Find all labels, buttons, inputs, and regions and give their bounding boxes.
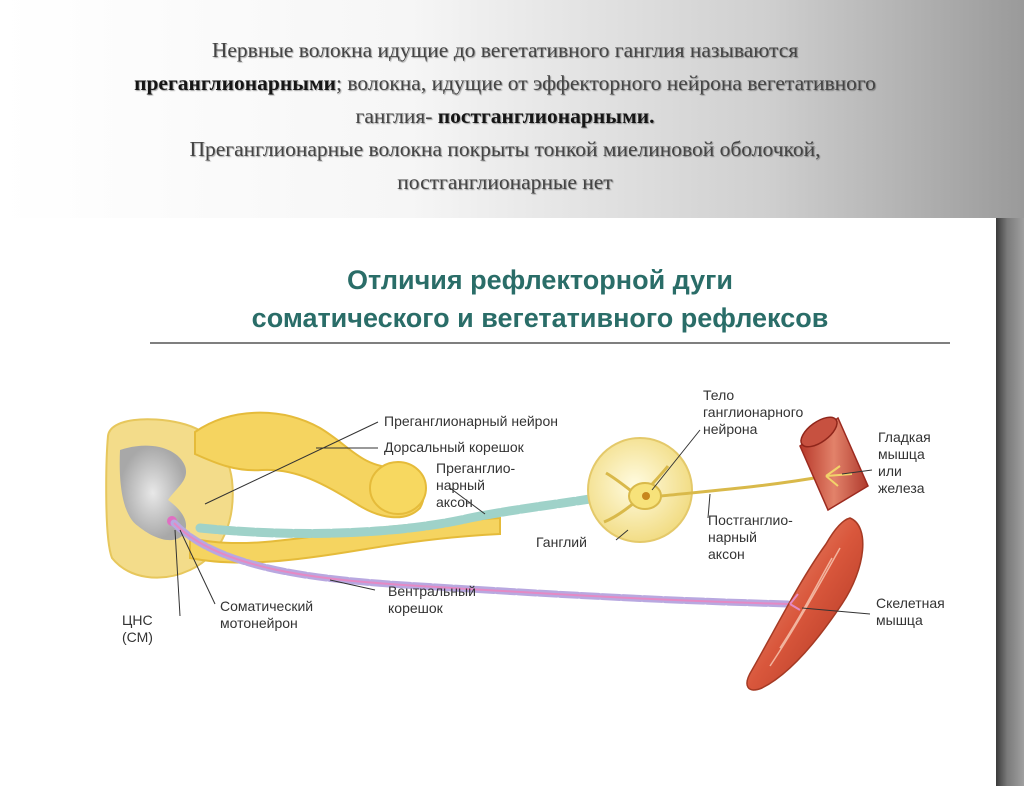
label-ganglion-cell-body-2: ганглионарного xyxy=(703,404,804,420)
label-smooth-muscle-2: мышца xyxy=(878,446,925,462)
label-skeletal-muscle-1: Скелетная xyxy=(876,595,945,611)
header-line-3: ганглия- постганглионарными. xyxy=(0,100,1010,133)
label-ventral-root-1: Вентральный xyxy=(388,583,476,599)
header-band xyxy=(0,0,1024,218)
label-ganglion-cell-body-1: Тело xyxy=(703,387,734,403)
term-preganglionic: преганглионарными xyxy=(134,71,337,95)
label-skeletal-muscle-2: мышца xyxy=(876,612,923,628)
header-line-3-start: ганглия- xyxy=(355,104,438,128)
preganglionic-axon xyxy=(195,489,625,538)
label-smooth-muscle-1: Гладкая xyxy=(878,429,931,445)
header-line-1: Нервные волокна идущие до вегетативного … xyxy=(211,38,799,62)
term-postganglionic: постганглионарными. xyxy=(437,104,655,128)
label-smooth-muscle-3: или xyxy=(878,463,902,479)
header-line-4: Преганглионарные волокна покрыты тонкой … xyxy=(189,137,821,161)
label-somatic-motoneuron-2: мотонейрон xyxy=(220,615,298,631)
diagram-title-line-2: соматического и вегетативного рефлексов xyxy=(252,303,829,333)
header-line-2: преганглионарными; волокна, идущие от эф… xyxy=(0,67,1010,100)
label-postganglionic-axon-2: нарный xyxy=(708,529,757,545)
label-preganglionic-axon-3: аксон xyxy=(436,494,473,510)
label-postganglionic-axon-1: Постганглио- xyxy=(708,512,793,528)
header-line-5: постганглионарные нет xyxy=(397,170,613,194)
skeletal-muscle xyxy=(746,517,864,691)
dorsal-root xyxy=(194,411,427,519)
label-somatic-motoneuron-1: Соматический xyxy=(220,598,313,614)
label-preganglionic-axon-1: Преганглио- xyxy=(436,460,516,476)
label-ganglion-cell-body-3: нейрона xyxy=(703,421,758,437)
spinal-cord xyxy=(105,418,234,579)
header-text: Нервные волокна идущие до вегетативного … xyxy=(0,34,1010,199)
label-dorsal-root: Дорсальный корешок xyxy=(384,439,525,455)
reflex-arc-diagram: Отличия рефлекторной дуги соматического … xyxy=(105,265,950,691)
label-cns-2: (СМ) xyxy=(122,629,153,645)
diagram-title-line-1: Отличия рефлекторной дуги xyxy=(347,265,733,295)
label-preganglionic-neuron: Преганглионарный нейрон xyxy=(384,413,558,429)
header-line-2-rest: ; волокна, идущие от эффекторного нейрон… xyxy=(336,71,876,95)
somatic-motor-axon-core xyxy=(173,522,791,605)
smooth-muscle xyxy=(799,416,869,512)
ganglion-neuron-nucleus xyxy=(642,492,650,500)
label-ganglion: Ганглий xyxy=(536,534,587,550)
label-cns-1: ЦНС xyxy=(122,612,153,628)
label-ventral-root-2: корешок xyxy=(388,600,444,616)
postganglionic-axon xyxy=(660,474,827,498)
panel-shadow xyxy=(996,218,1024,786)
label-smooth-muscle-4: железа xyxy=(878,480,925,496)
label-preganglionic-axon-2: нарный xyxy=(436,477,485,493)
label-postganglionic-axon-3: аксон xyxy=(708,546,745,562)
leader-lines xyxy=(174,421,873,617)
